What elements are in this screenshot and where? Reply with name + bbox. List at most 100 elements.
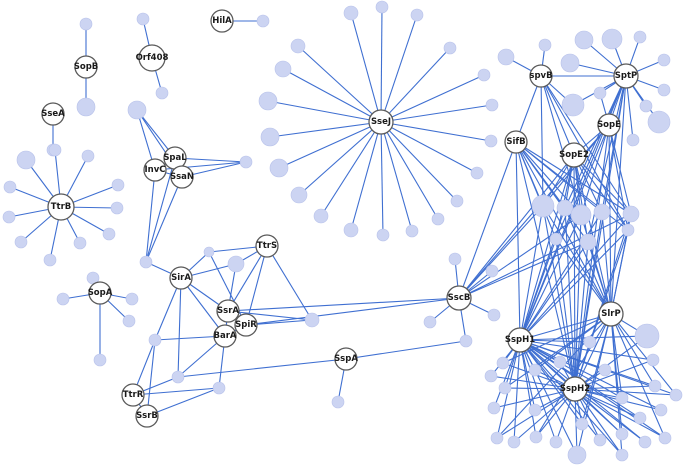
leaf-node <box>274 60 292 78</box>
hub-node-circle <box>135 404 159 428</box>
hub-node-circle <box>613 63 639 89</box>
edge-InvC-n43 <box>154 161 247 171</box>
leaf-node <box>3 180 17 194</box>
edge-SseJ-n40 <box>380 121 413 232</box>
leaf-node <box>79 17 93 31</box>
leaf-node <box>490 431 504 445</box>
leaf-node <box>423 315 437 329</box>
edge-SpiR-SscB <box>245 297 460 326</box>
leaf-node <box>203 246 215 258</box>
edge-SifB-SspH1 <box>515 141 521 341</box>
leaf-node <box>657 83 671 97</box>
hub-node-label: TtrS <box>257 241 277 251</box>
leaf-node <box>258 91 278 111</box>
hub-node-circle <box>143 158 167 182</box>
edge-n77-SspH1 <box>519 238 557 341</box>
edge-n75-SscB <box>458 241 589 299</box>
edge-SlrP-n80 <box>610 313 656 387</box>
edge-n75-SspH2 <box>574 241 589 390</box>
edge-n74-SspH1 <box>519 213 632 341</box>
edge-SifB-SlrP <box>515 141 612 315</box>
leaf-node <box>574 30 594 50</box>
edge-spvB-SifB <box>515 75 542 143</box>
leaf-node <box>561 93 585 117</box>
edge-n74-SscB <box>458 213 632 299</box>
edge-SlrP-n96 <box>502 313 612 364</box>
edge-SspH2-n86 <box>574 388 623 456</box>
hub-node-label: TtrR <box>123 390 144 400</box>
edge-SpaL-n44 <box>145 157 176 263</box>
hub-node-invc: InvC <box>143 158 167 182</box>
hub-node-sopa: SopA <box>88 281 113 305</box>
hub-node-ssea: SseA <box>41 102 65 126</box>
edge-SseJ-n38 <box>350 121 382 231</box>
hub-node-circle <box>41 102 65 126</box>
leaf-node <box>496 356 510 370</box>
edge-SsrB-n48 <box>146 339 156 417</box>
hub-node-circle <box>504 130 528 154</box>
hub-node-orf408: Orf408 <box>136 44 169 72</box>
hub-node-circle <box>88 281 112 305</box>
hub-node-spir: SpiR <box>234 313 258 337</box>
leaf-node <box>669 388 683 402</box>
leaf-node <box>260 127 280 147</box>
leaf-node <box>575 417 589 431</box>
hub-node-circle <box>529 64 553 88</box>
leaf-node <box>102 227 116 241</box>
leaf-node <box>410 8 424 22</box>
hub-node-label: HilA <box>212 16 232 26</box>
leaf-node <box>43 253 57 267</box>
edge-spvB-n74 <box>540 75 632 215</box>
hub-node-label: SpiR <box>235 320 257 330</box>
edge-n72-SspH1 <box>519 214 582 341</box>
edge-TtrS-SsrA <box>227 245 268 312</box>
edge-n73-SspH2 <box>574 211 603 390</box>
leaf-node <box>122 314 136 328</box>
hub-node-label: SspH1 <box>505 335 535 345</box>
edge-SopE2-n76 <box>573 154 629 231</box>
hub-node-sptp: SptP <box>613 63 639 89</box>
edge-SpaL-n43 <box>174 157 247 163</box>
leaf-node <box>485 98 499 112</box>
leaf-node <box>139 255 153 269</box>
hub-node-ssra: SsrA <box>216 299 240 323</box>
leaf-node <box>579 233 597 251</box>
hub-node-circle <box>138 44 166 72</box>
hub-node-ssph2: SspH2 <box>560 376 590 402</box>
edge-SseJ-n24 <box>380 14 418 123</box>
edge-SseJ-n27 <box>380 74 485 123</box>
edge-InvC-n44 <box>145 169 156 263</box>
hub-node-slrp: SlrP <box>598 301 624 327</box>
hub-node-circle <box>561 142 587 168</box>
edge-SspH1-n79 <box>519 339 654 361</box>
hub-node-ttrs: TtrS <box>255 234 279 258</box>
leaf-node <box>470 166 484 180</box>
hub-node-ssej: SseJ <box>368 109 394 135</box>
hub-node-sscb: SscB <box>446 285 472 311</box>
edge-SseJ-n25 <box>297 45 382 123</box>
leaf-node <box>553 355 567 369</box>
hub-node-circle <box>216 299 240 323</box>
edge-SsrB-n50 <box>146 387 220 417</box>
edge-SspH2-n91 <box>513 388 576 443</box>
edge-SspH1-n98 <box>519 339 583 425</box>
leaf-node <box>93 353 107 367</box>
leaf-node <box>405 224 419 238</box>
edge-SlrP-n100 <box>610 313 623 399</box>
leaf-node <box>528 363 542 377</box>
hub-node-label: TtrB <box>51 202 72 212</box>
hub-node-label: SopB <box>74 62 99 72</box>
hub-node-circle <box>234 313 258 337</box>
leaf-node <box>531 194 555 218</box>
edge-SsaN-n44 <box>145 176 183 263</box>
leaf-node <box>556 199 574 217</box>
edge-TtrR-n50 <box>132 387 220 396</box>
edge-spvB-n70 <box>540 75 544 207</box>
hub-node-label: SsrA <box>217 306 239 316</box>
hub-node-label: SifB <box>506 137 525 147</box>
hub-node-layer: SopBOrf408HilASseATtrBSpaLInvCSsaNSseJsp… <box>41 9 639 428</box>
edge-SspH2-n82 <box>574 388 677 396</box>
